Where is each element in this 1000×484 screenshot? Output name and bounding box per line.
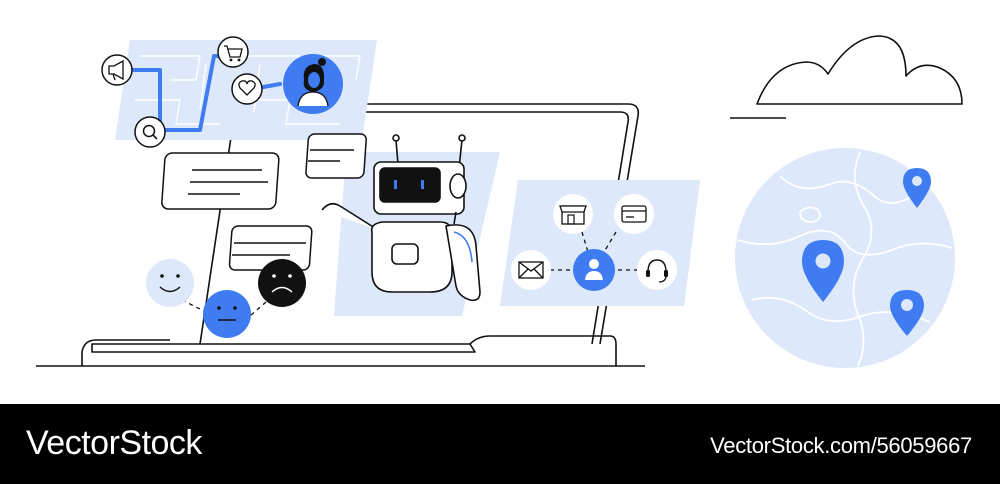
neutral-face-icon	[203, 290, 251, 338]
store-icon	[553, 194, 593, 234]
chat-bubble-icon	[161, 152, 280, 210]
shopping-cart-icon	[217, 36, 249, 68]
watermark-bar: VectorStock VectorStock.com/56059667	[0, 404, 1000, 484]
credit-card-icon	[614, 194, 654, 234]
map-pin-icon	[903, 168, 931, 208]
map-pin-icon	[802, 240, 844, 302]
sad-face-icon	[258, 259, 306, 307]
laptop	[36, 103, 645, 367]
illustration	[36, 35, 963, 368]
happy-face-icon	[146, 259, 194, 307]
face-connectors	[181, 299, 267, 317]
robot-icon	[321, 134, 481, 302]
map-pin-icon	[890, 290, 924, 336]
megaphone-icon	[101, 54, 133, 86]
chat-bubble-icon	[305, 133, 367, 179]
woman-avatar-icon	[283, 54, 343, 114]
search-icon	[134, 116, 166, 148]
chat-bubble-icon	[228, 225, 313, 271]
user-icon	[573, 249, 615, 291]
stock-id: VectorStock.com/56059667	[710, 433, 972, 458]
envelope-icon	[511, 250, 551, 290]
cloud-icon	[730, 35, 963, 119]
headset-icon	[637, 250, 677, 290]
heart-icon	[231, 73, 263, 105]
brand-logo: VectorStock	[26, 424, 202, 462]
